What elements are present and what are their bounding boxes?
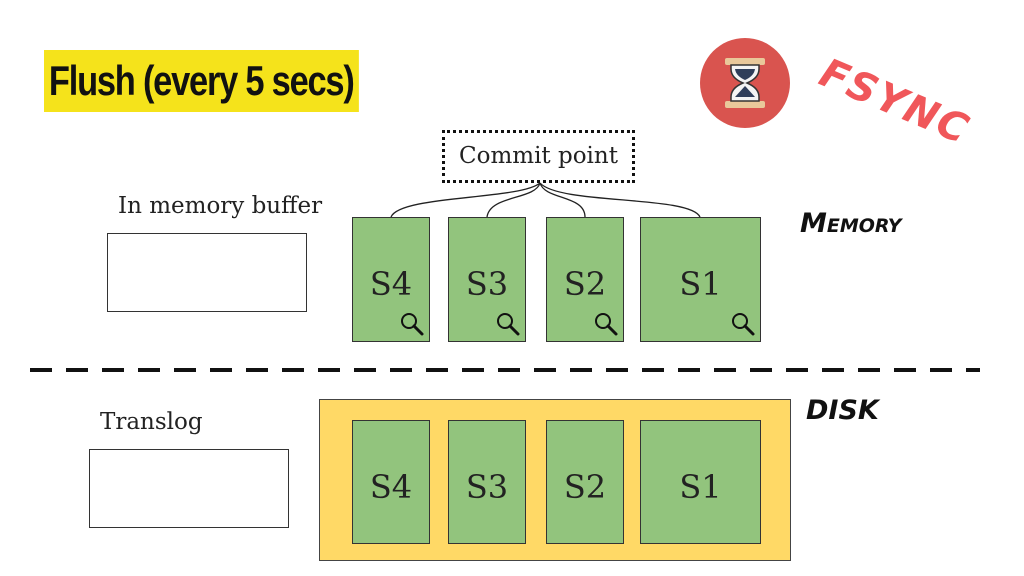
disk-label: DISK [806, 395, 879, 426]
segment-label: S4 [369, 265, 413, 303]
translog-label: Translog [100, 409, 203, 435]
segment-label: S3 [465, 265, 509, 303]
connector-s2 [539, 182, 586, 218]
commit-point-box: Commit point [442, 130, 635, 183]
disk-segment-s2: S2 [546, 420, 624, 544]
connector-s3 [486, 182, 541, 218]
magnifier-icon [497, 313, 520, 336]
memory-disk-divider [30, 368, 980, 372]
segment-label: S2 [563, 468, 607, 506]
connector-s1 [539, 182, 701, 218]
segment-label: S4 [369, 468, 413, 506]
page-title: Flush (every 5 secs) [44, 50, 359, 112]
memory-segment-s1: S1 [640, 217, 761, 342]
memory-label: Memory [800, 208, 902, 239]
segment-label: S3 [465, 468, 509, 506]
in-memory-buffer-label: In memory buffer [118, 193, 323, 219]
memory-segment-s2: S2 [546, 217, 624, 342]
hourglass-badge [700, 38, 790, 128]
in-memory-buffer-box [107, 233, 307, 312]
magnifier-icon [595, 313, 618, 336]
segment-label: S1 [679, 265, 722, 303]
memory-segment-s4: S4 [352, 217, 430, 342]
disk-segment-s3: S3 [448, 420, 526, 544]
segment-label: S1 [679, 468, 722, 506]
magnifier-icon [401, 313, 424, 336]
memory-segment-s3: S3 [448, 217, 526, 342]
segment-label: S2 [563, 265, 607, 303]
magnifier-icon [732, 313, 755, 336]
translog-box [89, 449, 289, 528]
disk-segment-s4: S4 [352, 420, 430, 544]
disk-segment-s1: S1 [640, 420, 761, 544]
hourglass-icon [725, 58, 765, 108]
connector-s4 [390, 182, 541, 218]
